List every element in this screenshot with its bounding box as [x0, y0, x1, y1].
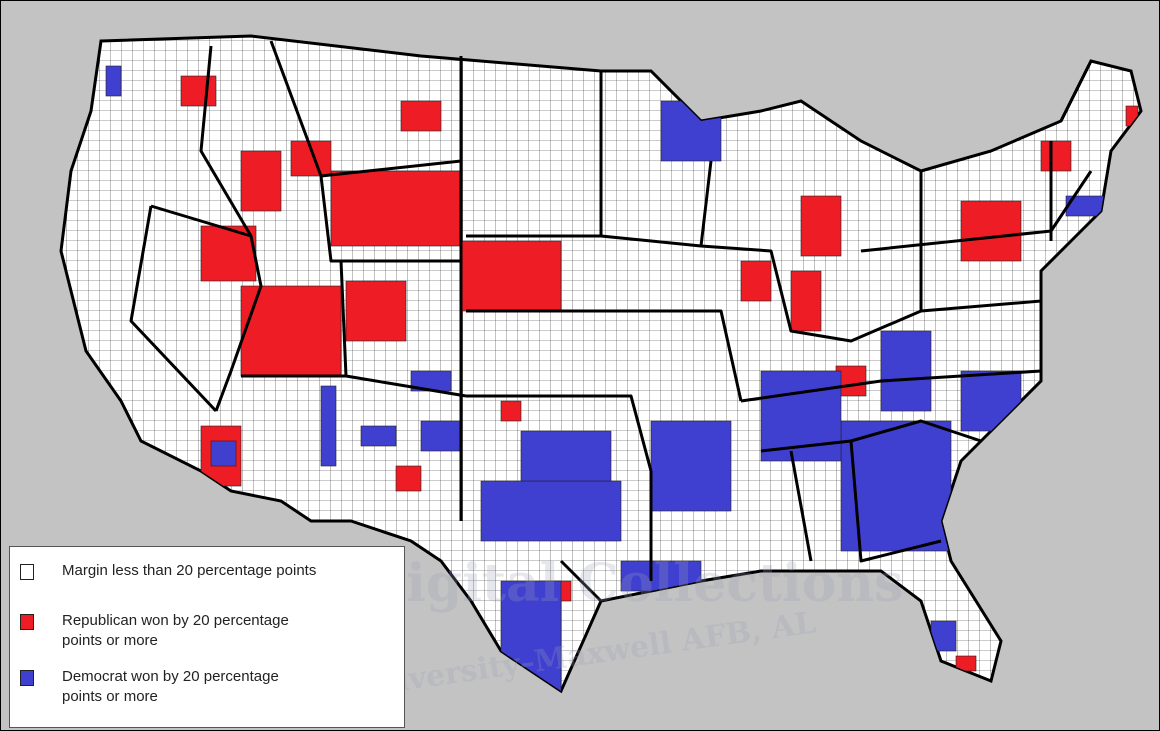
legend-swatch-red [20, 614, 34, 630]
legend-label-republican: Republican won by 20 percentage points o… [62, 612, 289, 649]
map-legend: Margin less than 20 percentage points Re… [9, 546, 405, 728]
legend-swatch-blue [20, 670, 34, 686]
watermark-title: Digital Collections [361, 553, 903, 614]
democrat-counties [105, 65, 1107, 691]
legend-swatch-white [20, 564, 34, 580]
state-borders [129, 40, 1093, 603]
legend-label-democrat: Democrat won by 20 percentage points or … [62, 668, 279, 705]
legend-label-margin: Margin less than 20 percentage points [62, 562, 317, 579]
